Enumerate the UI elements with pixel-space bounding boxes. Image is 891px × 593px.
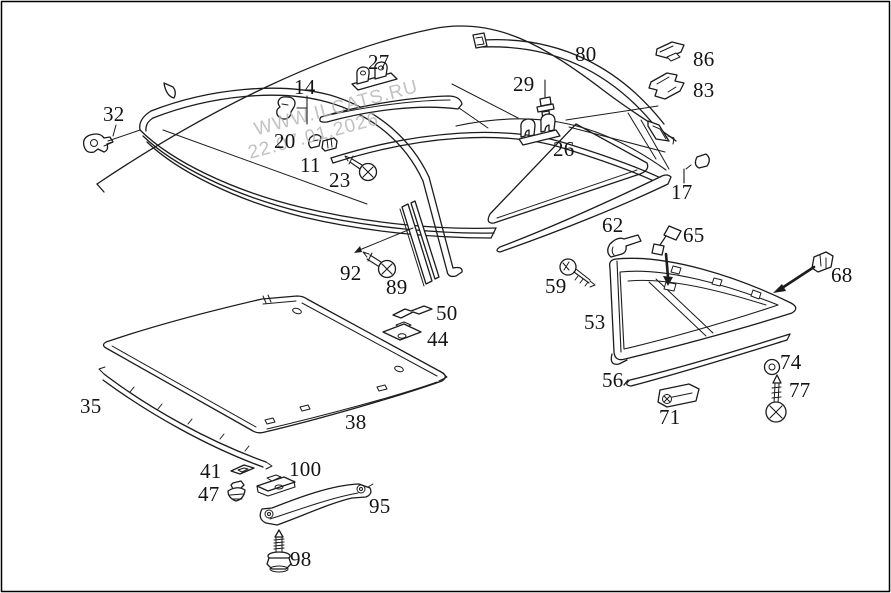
part-bolt-65 (651, 225, 682, 286)
part-bracket-100 (256, 474, 296, 497)
callout-32: 32 (103, 102, 125, 126)
callout-14: 14 (294, 75, 316, 99)
arrow-65 (664, 252, 670, 279)
callout-17: 17 (671, 180, 693, 204)
callout-89: 89 (386, 275, 408, 299)
callout-77: 77 (789, 378, 811, 402)
part-front-window-frame (139, 87, 497, 278)
leader-32 (107, 129, 141, 142)
callout-98: 98 (290, 547, 312, 571)
part-headliner-panel (102, 294, 448, 434)
part-drip-molding (319, 95, 463, 123)
callout-59: 59 (545, 274, 567, 298)
part-clip-41 (230, 464, 255, 475)
callout-41: 41 (200, 459, 222, 483)
part-roof-shell (96, 25, 677, 193)
part-screw-92 (362, 251, 397, 279)
callout-50: 50 (436, 301, 458, 325)
part-plug-47 (227, 480, 246, 502)
callout-44: 44 (427, 327, 449, 351)
part-guide-rails-89 (354, 200, 440, 287)
callout-65: 65 (683, 223, 705, 247)
part-clip-86 (655, 41, 685, 62)
part-nut-11 (321, 137, 338, 152)
callout-92: 92 (340, 261, 362, 285)
part-plate-44 (382, 321, 422, 341)
leader-14 (296, 95, 308, 125)
part-bracket-50 (392, 305, 433, 319)
part-screw-98 (266, 529, 292, 573)
part-clip-68 (773, 251, 834, 293)
part-screw-23 (344, 155, 378, 182)
callout-83: 83 (693, 78, 715, 102)
part-handle-95 (259, 483, 374, 526)
part-clips-26 (518, 113, 561, 146)
part-grommet-74 (763, 358, 781, 376)
callout-62: 62 (602, 213, 624, 237)
callout-95: 95 (369, 494, 391, 518)
part-bracket-71 (657, 383, 700, 408)
leader-89 (356, 227, 414, 252)
callout-53: 53 (584, 310, 606, 334)
callout-86: 86 (693, 47, 715, 71)
callout-29: 29 (513, 72, 535, 96)
part-clamp-27 (351, 61, 398, 91)
callout-11: 11 (300, 153, 321, 177)
callout-20: 20 (274, 129, 296, 153)
callout-68: 68 (831, 263, 853, 287)
callout-80: 80 (575, 42, 597, 66)
part-clip-62 (607, 234, 642, 258)
part-sealing-strip-35 (98, 366, 273, 470)
arrow-68 (780, 265, 816, 290)
part-side-window-aperture (487, 123, 649, 224)
callout-71: 71 (659, 405, 681, 429)
callout-23: 23 (329, 168, 351, 192)
part-sealing-strip-56 (623, 333, 791, 387)
callout-100: 100 (289, 457, 322, 481)
part-clip-83 (648, 72, 685, 100)
callout-26: 26 (553, 137, 575, 161)
part-side-strip-17 (496, 153, 710, 253)
callout-74: 74 (780, 350, 802, 374)
callout-27: 27 (368, 50, 390, 74)
part-wire-clip-32 (82, 124, 141, 154)
callout-47: 47 (198, 482, 220, 506)
part-clip-20 (308, 134, 322, 149)
part-rear-molding-80 (472, 32, 675, 145)
callout-56: 56 (602, 368, 624, 392)
part-screw-59 (559, 258, 596, 288)
callout-35: 35 (80, 394, 102, 418)
part-grommet-14 (276, 95, 308, 125)
part-rivet-29 (536, 79, 555, 121)
callout-38: 38 (345, 410, 367, 434)
part-screw-77 (765, 374, 787, 423)
